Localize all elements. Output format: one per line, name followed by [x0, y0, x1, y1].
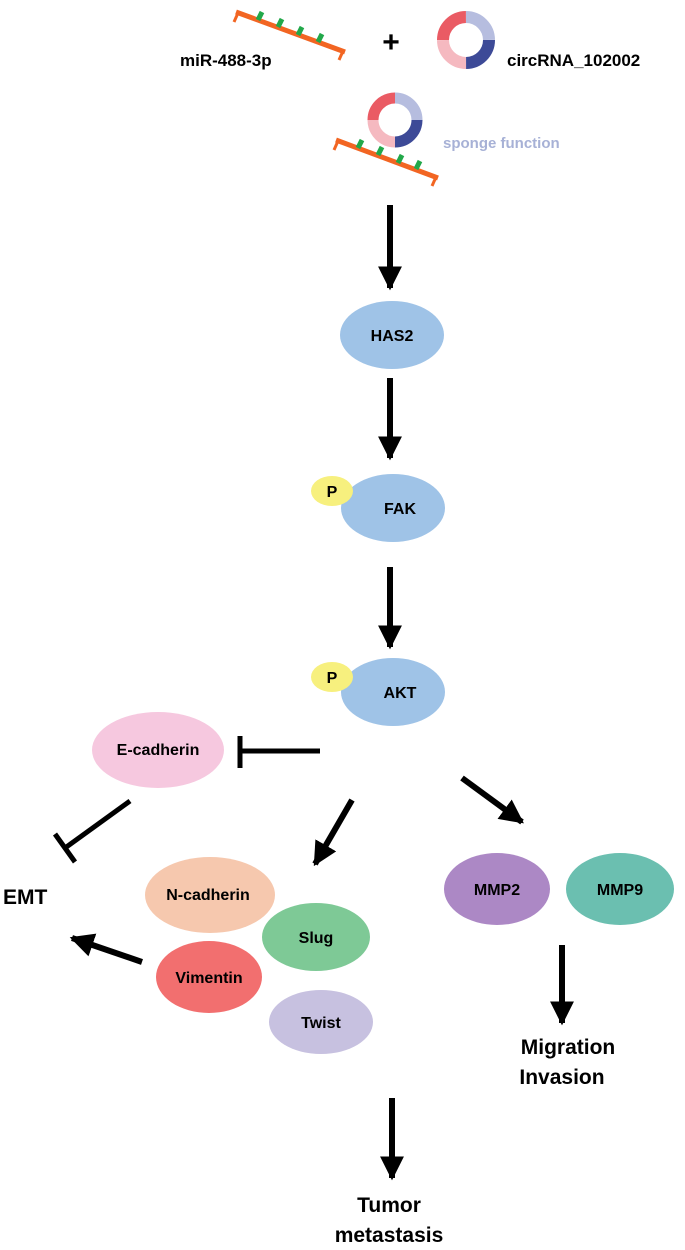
ecadherin-inhibits-emt [52, 798, 132, 864]
arrow-akt-to-markers [312, 798, 355, 867]
migration-label: Migration [521, 1036, 616, 1059]
akt-phospho-label: P [327, 670, 338, 687]
fak-node [341, 474, 445, 542]
plus-sign: + [382, 26, 400, 59]
emt-label: EMT [3, 886, 48, 909]
sponge-complex-icon [332, 92, 439, 187]
mmp9-node [566, 853, 674, 925]
vimentin-node [156, 941, 262, 1013]
sponge-function-label: sponge function [443, 135, 560, 152]
metastasis-label: metastasis [335, 1224, 444, 1247]
ncadherin-node [145, 857, 275, 933]
fak-phospho-badge [311, 476, 353, 506]
fak-label: FAK [384, 501, 416, 518]
slug-node [262, 903, 370, 971]
twist-node [269, 990, 373, 1054]
arrow-akt-to-mmp [460, 775, 524, 825]
ecadherin-label: E-cadherin [117, 742, 200, 759]
circrna-ring-icon [437, 11, 495, 69]
arrow-markers-to-emt [69, 933, 143, 965]
slug-label: Slug [299, 930, 334, 947]
fak-phospho-label: P [327, 484, 338, 501]
ecadherin-node [92, 712, 224, 788]
has2-node [340, 301, 444, 369]
circrna-label: circRNA_102002 [507, 51, 640, 70]
invasion-label: Invasion [519, 1066, 604, 1089]
akt-label: AKT [384, 685, 417, 702]
akt-inhibits-ecadherin [237, 736, 320, 768]
tumor-label: Tumor [357, 1194, 421, 1217]
ncadherin-label: N-cadherin [166, 887, 250, 904]
vimentin-label: Vimentin [175, 970, 242, 987]
mirna-label: miR-488-3p [180, 51, 272, 70]
akt-phospho-badge [311, 662, 353, 692]
mmp2-node [444, 853, 550, 925]
mmp2-label: MMP2 [474, 882, 520, 899]
has2-label: HAS2 [371, 328, 414, 345]
mmp9-label: MMP9 [597, 882, 643, 899]
mirna-strand-icon [232, 9, 346, 61]
akt-node [341, 658, 445, 726]
twist-label: Twist [301, 1015, 341, 1032]
